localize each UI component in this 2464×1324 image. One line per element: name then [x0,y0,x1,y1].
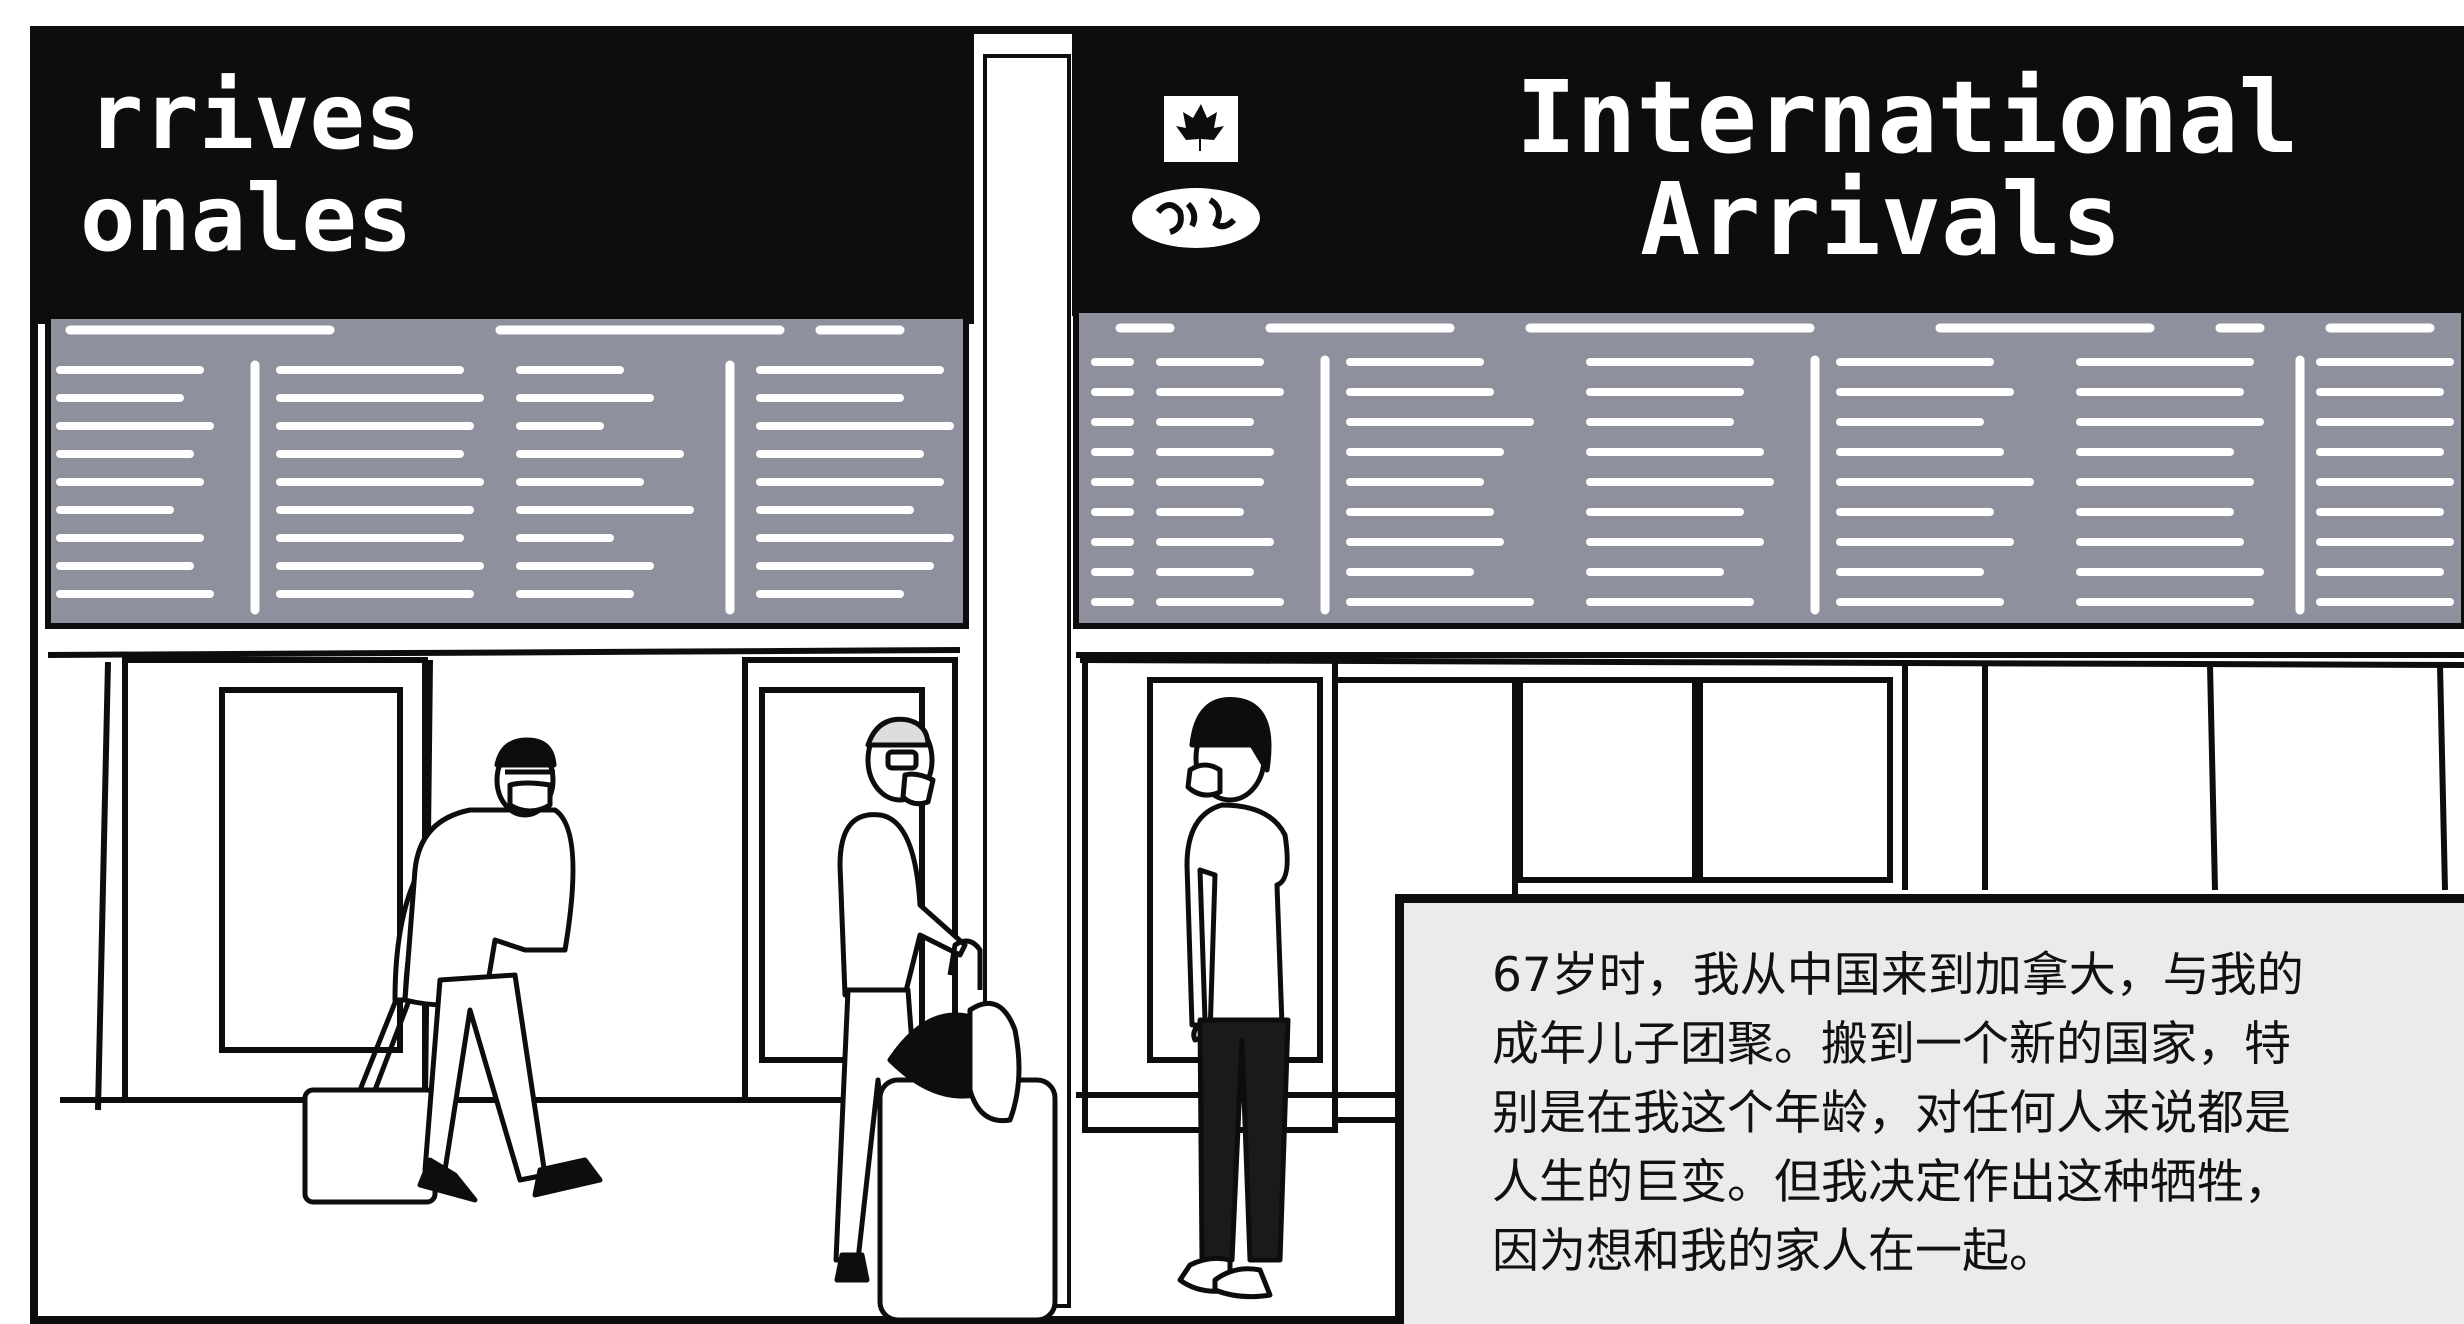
canada-flag-icon [1138,96,1264,162]
traveler-with-suitcase [302,737,603,1205]
narration-caption-box: 67岁时，我从中国来到加拿大，与我的 成年儿子团聚。搬到一个新的国家，特 别是在… [1395,894,2464,1324]
luggage-cart [877,1077,1058,1323]
rolling-suitcase [302,1087,438,1205]
left-flight-board [45,313,969,629]
narration-caption-text: 67岁时，我从中国来到加拿大，与我的 成年儿子团聚。搬到一个新的国家，特 别是在… [1492,948,2304,1279]
right-sign-line2: Arrivals [1640,161,2122,278]
panel-frame [30,26,2464,1324]
globe-icon [1132,188,1260,248]
older-man-with-luggage [833,716,1058,1323]
left-arrivals-sign: rrives onales [36,34,974,324]
right-sign-line1: International [1516,59,2299,176]
left-board-rows [56,366,954,598]
right-flight-board [1073,307,2464,629]
young-man [1177,697,1291,1300]
left-sign-line1: rrives [88,63,420,170]
right-board-rows [1091,358,2454,606]
left-sign-line2: onales [80,165,412,272]
international-arrivals-sign: International Arrivals [1072,34,2464,316]
